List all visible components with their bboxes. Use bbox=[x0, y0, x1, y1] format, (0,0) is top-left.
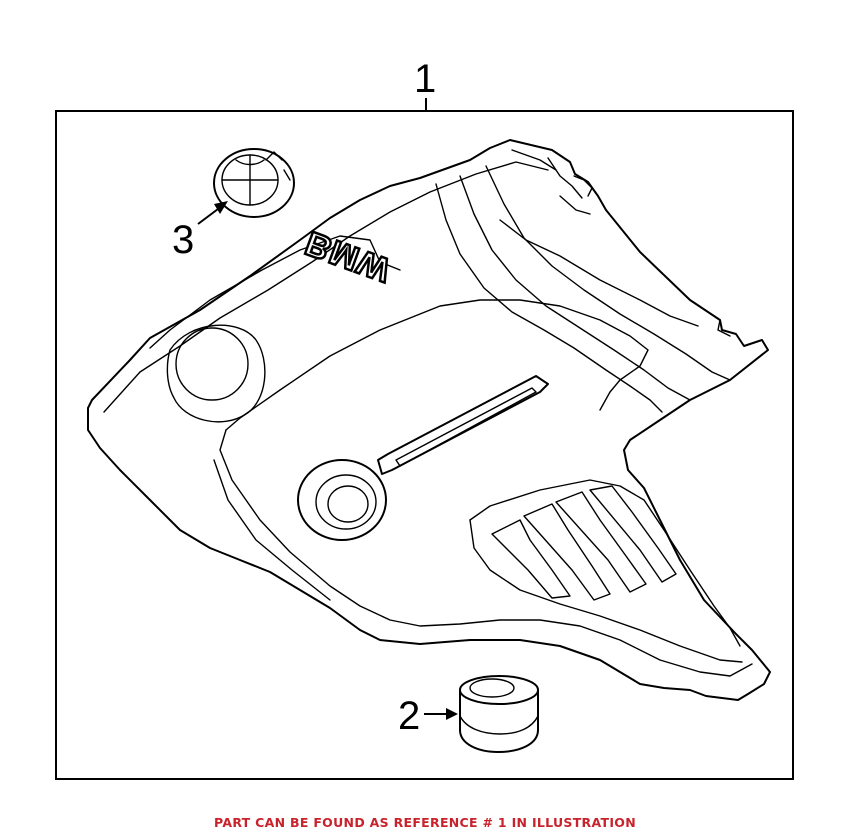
callout-2-arrow bbox=[424, 708, 458, 720]
diagram-frame bbox=[55, 110, 794, 780]
cover-emblem-lettering: BMW bbox=[299, 222, 397, 290]
emblem-text: BMW bbox=[301, 223, 397, 289]
reference-note: PART CAN BE FOUND AS REFERENCE # 1 IN IL… bbox=[214, 815, 636, 830]
engine-cover bbox=[87, 139, 771, 701]
callout-2-label: 2 bbox=[398, 694, 420, 738]
emblem-part-3 bbox=[213, 148, 295, 218]
callout-3-arrow bbox=[197, 201, 228, 225]
grommet-part-2 bbox=[459, 675, 539, 753]
callout-3-label: 3 bbox=[172, 218, 194, 262]
callout-1-label: 1 bbox=[414, 57, 436, 101]
